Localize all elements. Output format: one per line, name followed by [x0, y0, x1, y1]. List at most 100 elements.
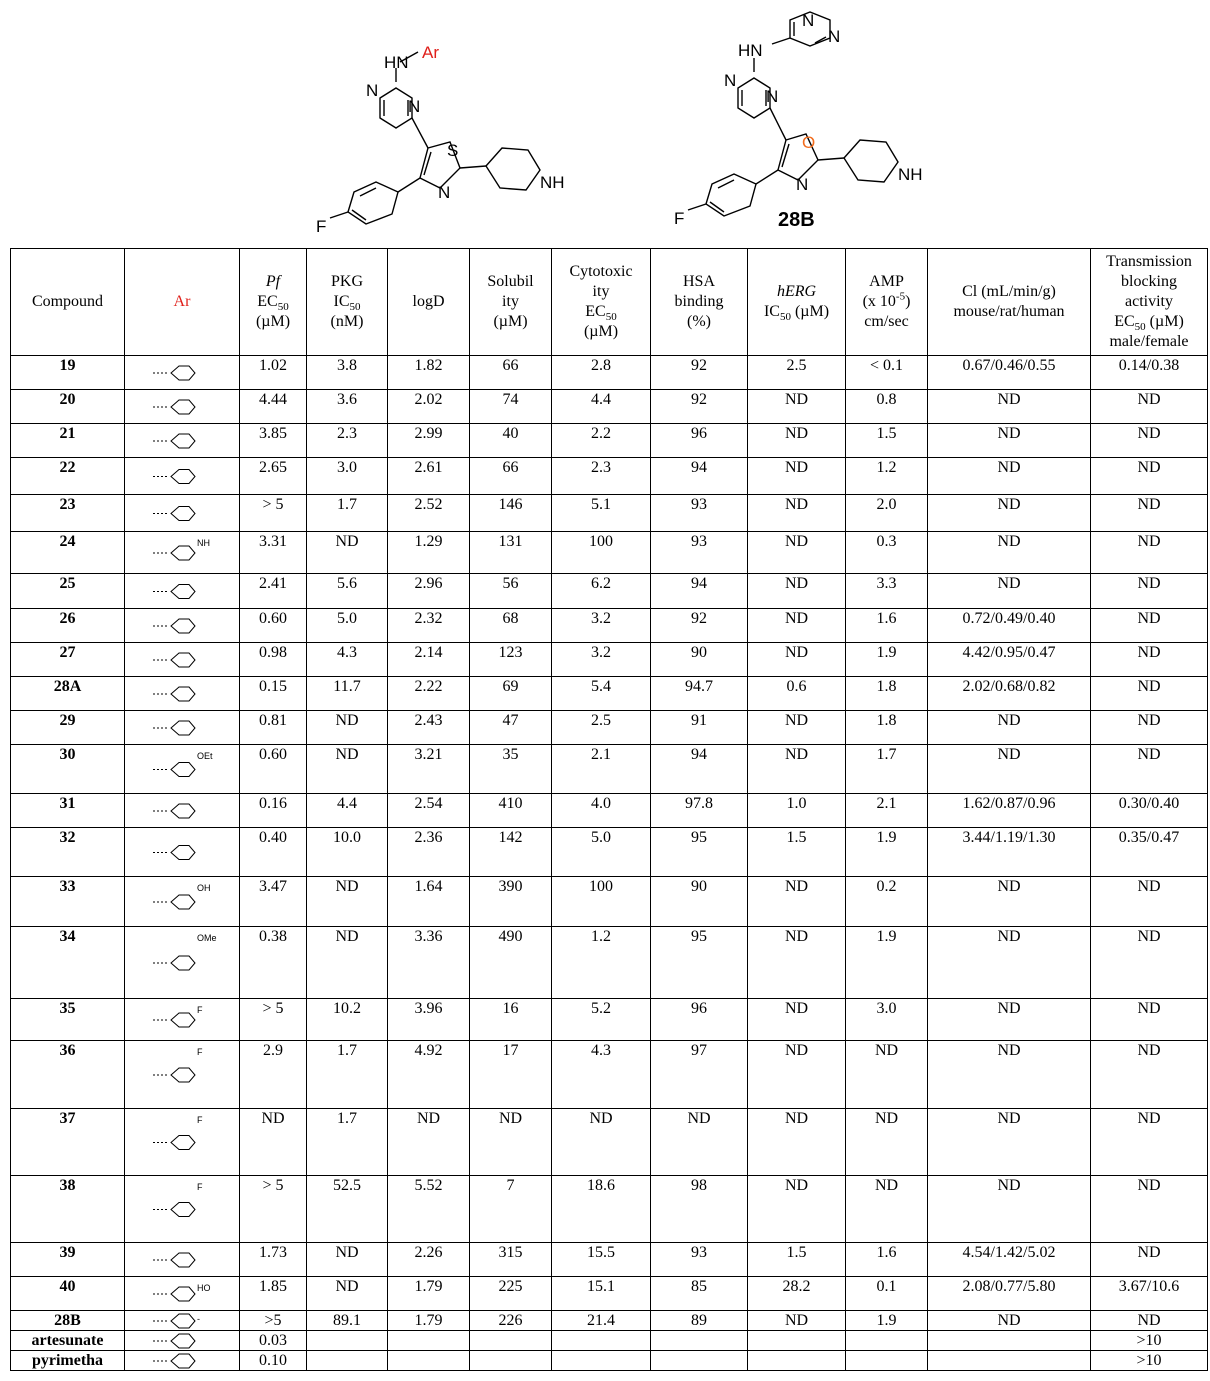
hsa-binding-cell: 92 — [650, 389, 748, 424]
pf-ec50-cell: 0.03 — [239, 1330, 307, 1351]
herg-cell: ND — [747, 608, 846, 643]
ar-structure-cell — [124, 676, 240, 711]
ar-substituent-structure-icon — [153, 1333, 196, 1348]
logd-cell: 1.64 — [387, 876, 470, 927]
cytotoxicity-cell: 2.3 — [551, 457, 651, 495]
solubility-cell — [469, 1350, 552, 1371]
amp-cell: 0.3 — [845, 531, 928, 574]
hsa-binding-cell: 95 — [650, 827, 748, 877]
amp-cell: 1.9 — [845, 827, 928, 877]
clearance-cell: ND — [927, 1310, 1091, 1331]
compound-cell: 36 — [10, 1040, 125, 1109]
amp-cell: 1.8 — [845, 710, 928, 745]
transmission-cell: ND — [1090, 1040, 1208, 1109]
ar-substituent-text: HO — [197, 1283, 211, 1293]
herg-cell: ND — [747, 531, 846, 574]
transmission-cell: 0.30/0.40 — [1090, 793, 1208, 828]
atom-n-left-2: N — [408, 97, 420, 116]
herg-cell: ND — [747, 744, 846, 794]
amp-cell: ND — [845, 1108, 928, 1176]
solubility-cell: 225 — [469, 1276, 552, 1311]
hsa-binding-cell: 89 — [650, 1310, 748, 1331]
cytotoxicity-cell: 5.0 — [551, 827, 651, 877]
pf-ec50-cell: 0.16 — [239, 793, 307, 828]
solubility-cell: 410 — [469, 793, 552, 828]
herg-cell: ND — [747, 998, 846, 1041]
logd-cell: 2.14 — [387, 642, 470, 677]
transmission-cell: ND — [1090, 642, 1208, 677]
hsa-binding-cell: 94.7 — [650, 676, 748, 711]
ar-substituent-structure-icon — [153, 618, 196, 633]
clearance-cell: ND — [927, 531, 1091, 574]
logd-cell — [387, 1350, 470, 1371]
pf-ec50-cell: >5 — [239, 1310, 307, 1331]
herg-cell: 1.5 — [747, 1242, 846, 1277]
cytotoxicity-cell: 3.2 — [551, 608, 651, 643]
ar-substituent-text: F — [197, 1182, 203, 1192]
logd-cell: 1.79 — [387, 1276, 470, 1311]
pf-ec50-cell: 2.41 — [239, 573, 307, 609]
logd-cell: 1.29 — [387, 531, 470, 574]
compound-cell: 24 — [10, 531, 125, 574]
pkg-ic50-cell: 89.1 — [306, 1310, 388, 1331]
compound-cell: artesunate — [10, 1330, 125, 1351]
transmission-cell: ND — [1090, 676, 1208, 711]
logd-cell: 5.52 — [387, 1175, 470, 1243]
transmission-cell: ND — [1090, 876, 1208, 927]
ar-substituent-structure-icon: HO — [153, 1283, 211, 1301]
transmission-cell: >10 — [1090, 1330, 1208, 1351]
herg-cell: ND — [747, 926, 846, 999]
ar-substituent-structure-icon — [153, 433, 196, 448]
logd-cell: 1.82 — [387, 355, 470, 390]
pf-ec50-cell: 0.38 — [239, 926, 307, 999]
solubility-cell: 56 — [469, 573, 552, 609]
compound-cell: 31 — [10, 793, 125, 828]
solubility-cell: 146 — [469, 494, 552, 532]
logd-cell: 1.79 — [387, 1310, 470, 1331]
hsa-binding-cell: 91 — [650, 710, 748, 745]
amp-cell — [845, 1330, 928, 1351]
pkg-ic50-cell: 3.0 — [306, 457, 388, 495]
herg-cell: ND — [747, 1040, 846, 1109]
clearance-cell — [927, 1330, 1091, 1351]
transmission-cell: ND — [1090, 423, 1208, 458]
herg-cell: ND — [747, 1310, 846, 1331]
clearance-cell: ND — [927, 1175, 1091, 1243]
amp-cell: 1.9 — [845, 926, 928, 999]
cytotoxicity-cell: 100 — [551, 876, 651, 927]
herg-cell: ND — [747, 423, 846, 458]
herg-cell: ND — [747, 642, 846, 677]
herg-cell: ND — [747, 389, 846, 424]
atom-hn-right: HN — [738, 41, 763, 60]
transmission-cell: ND — [1090, 926, 1208, 999]
cytotoxicity-cell: 6.2 — [551, 573, 651, 609]
clearance-cell: 2.02/0.68/0.82 — [927, 676, 1091, 711]
ar-substituent-structure-icon — [153, 652, 196, 667]
herg-cell: ND — [747, 573, 846, 609]
compound-cell: 38 — [10, 1175, 125, 1243]
hsa-binding-cell: 97.8 — [650, 793, 748, 828]
amp-cell: ND — [845, 1040, 928, 1109]
pkg-ic50-cell — [306, 1350, 388, 1371]
clearance-cell: 4.42/0.95/0.47 — [927, 642, 1091, 677]
ar-substituent-structure-icon — [153, 686, 196, 701]
hsa-binding-cell: 85 — [650, 1276, 748, 1311]
ar-structure-cell: HO — [124, 1276, 240, 1311]
ar-structure-cell: F — [124, 998, 240, 1041]
cytotoxicity-cell: 2.1 — [551, 744, 651, 794]
herg-cell: 2.5 — [747, 355, 846, 390]
pkg-ic50-cell: 5.0 — [306, 608, 388, 643]
ar-substituent-text: OEt — [197, 751, 213, 761]
hsa-binding-cell: 92 — [650, 608, 748, 643]
transmission-cell: ND — [1090, 1108, 1208, 1176]
